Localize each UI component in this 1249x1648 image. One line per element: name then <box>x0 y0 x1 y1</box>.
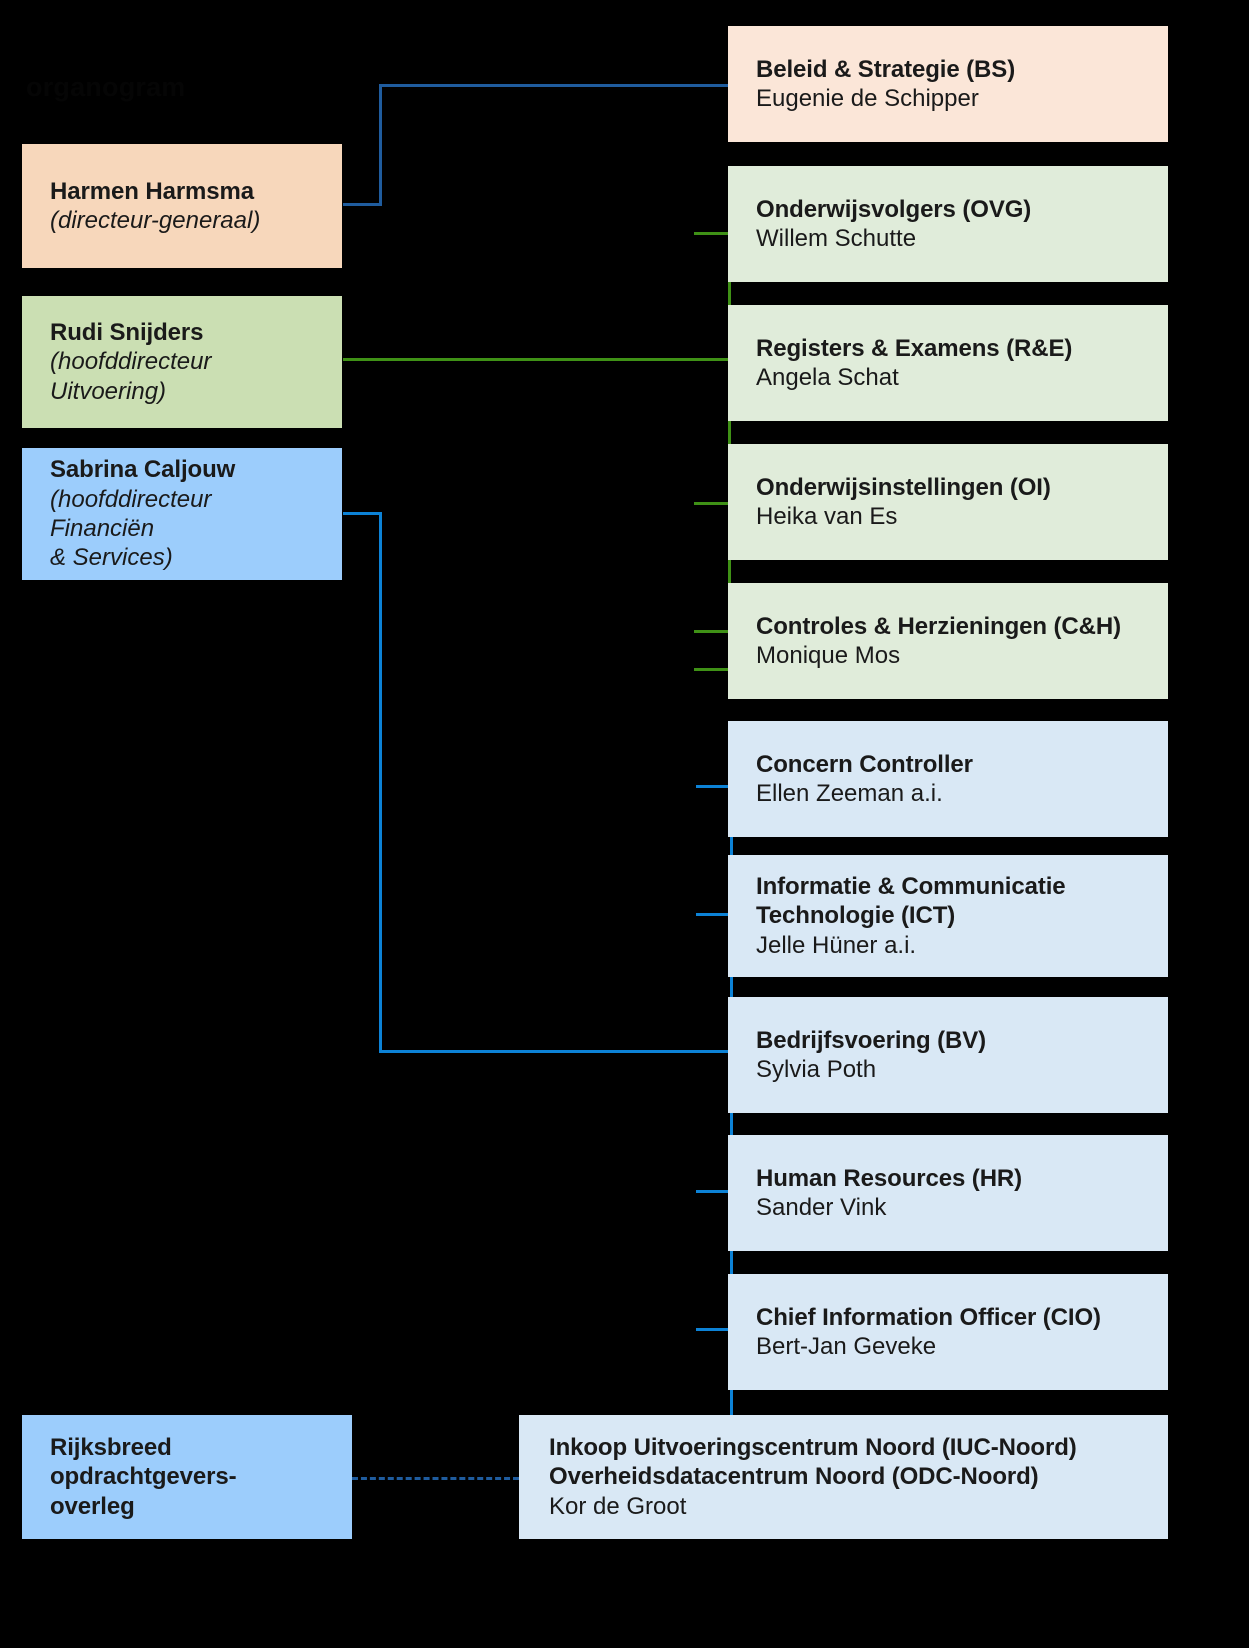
connector-uitvoering-branch-ovg <box>694 232 731 235</box>
node-title: Rudi Snijders <box>50 319 204 347</box>
node-ict[interactable]: Informatie & Communicatie Technologie (I… <box>728 855 1168 977</box>
connector-financien-branch-ict <box>696 913 733 916</box>
connector-financien-stem <box>379 1050 731 1053</box>
node-title: Bedrijfsvoering (BV) <box>756 1026 987 1054</box>
node-title: Human Resources (HR) <box>756 1164 1023 1192</box>
node-title-line1: Informatie & Communicatie <box>756 873 1066 901</box>
node-title: Controles & Herzieningen (C&H) <box>756 612 1122 640</box>
node-title-line1: Rijksbreed <box>50 1434 172 1462</box>
node-rijksbreed-opdrachtgeversoverleg[interactable]: Rijksbreed opdrachtgevers- overleg <box>22 1415 352 1539</box>
node-title: Concern Controller <box>756 750 973 778</box>
node-person: Willem Schutte <box>756 225 917 252</box>
node-iuc-odc-noord[interactable]: Inkoop Uitvoeringscentrum Noord (IUC-Noo… <box>519 1415 1168 1539</box>
node-cio[interactable]: Chief Information Officer (CIO) Bert-Jan… <box>728 1274 1168 1390</box>
node-title-line2: opdrachtgevers- <box>50 1463 237 1491</box>
connector-dg-vertical <box>379 84 382 206</box>
node-person: Sylvia Poth <box>756 1056 877 1083</box>
connector-rijksbreed-dashed <box>352 1477 519 1480</box>
node-title: Onderwijsinstellingen (OI) <box>756 473 1051 501</box>
node-bedrijfsvoering[interactable]: Bedrijfsvoering (BV) Sylvia Poth <box>728 997 1168 1113</box>
connector-uitvoering-branch-oi <box>694 502 731 505</box>
chart-heading: organogram <box>26 72 186 102</box>
connector-financien-stem-top <box>343 512 382 515</box>
node-title-line1: Inkoop Uitvoeringscentrum Noord (IUC-Noo… <box>549 1434 1077 1462</box>
node-role-line1: (hoofddirecteur Financiën <box>50 485 212 542</box>
node-person: Heika van Es <box>756 503 898 530</box>
connector-dg-horizontal-bottom <box>343 203 382 206</box>
node-title: Harmen Harmsma <box>50 177 255 205</box>
connector-uitvoering-end-stub <box>694 668 731 671</box>
node-person: Angela Schat <box>756 364 899 391</box>
node-rudi-snijders[interactable]: Rudi Snijders (hoofddirecteur Uitvoering… <box>22 296 342 428</box>
node-controles-herzieningen[interactable]: Controles & Herzieningen (C&H) Monique M… <box>728 583 1168 699</box>
node-role: (hoofddirecteur Uitvoering) <box>50 348 212 405</box>
connector-financien-branch-cc <box>696 785 733 788</box>
node-beleid-strategie[interactable]: Beleid & Strategie (BS) Eugenie de Schip… <box>728 26 1168 142</box>
node-person: Sander Vink <box>756 1194 887 1221</box>
node-person: Eugenie de Schipper <box>756 85 979 112</box>
node-title: Beleid & Strategie (BS) <box>756 55 1016 83</box>
node-sabrina-caljouw[interactable]: Sabrina Caljouw (hoofddirecteur Financië… <box>22 448 342 580</box>
connector-financien-branch-cio <box>696 1328 733 1331</box>
node-title: Sabrina Caljouw <box>50 456 236 484</box>
connector-dg-horizontal-top <box>379 84 731 87</box>
node-harmen-harmsma[interactable]: Harmen Harmsma (directeur-generaal) <box>22 144 342 268</box>
node-person: Jelle Hüner a.i. <box>756 931 917 959</box>
node-person: Monique Mos <box>756 642 901 669</box>
connector-financien-branch-hr <box>696 1190 733 1193</box>
node-concern-controller[interactable]: Concern Controller Ellen Zeeman a.i. <box>728 721 1168 837</box>
node-person: Bert-Jan Geveke <box>756 1333 937 1360</box>
node-title: Chief Information Officer (CIO) <box>756 1303 1101 1331</box>
connector-uitvoering-branch-ovg-drop <box>694 232 697 235</box>
node-onderwijsvolgers[interactable]: Onderwijsvolgers (OVG) Willem Schutte <box>728 166 1168 282</box>
node-registers-examens[interactable]: Registers & Examens (R&E) Angela Schat <box>728 305 1168 421</box>
node-title: Onderwijsvolgers (OVG) <box>756 195 1032 223</box>
node-role-line2: & Services) <box>50 544 173 572</box>
connector-financien-riser <box>379 512 382 1050</box>
node-onderwijsinstellingen[interactable]: Onderwijsinstellingen (OI) Heika van Es <box>728 444 1168 560</box>
node-title-line3: overleg <box>50 1492 135 1520</box>
node-role: (directeur-generaal) <box>50 207 261 234</box>
node-title-line2: Overheidsdatacentrum Noord (ODC-Noord) <box>549 1463 1039 1491</box>
node-person: Kor de Groot <box>549 1492 687 1520</box>
node-title: Registers & Examens (R&E) <box>756 334 1073 362</box>
node-title-line2: Technologie (ICT) <box>756 902 956 930</box>
node-person: Ellen Zeeman a.i. <box>756 780 943 807</box>
connector-uitvoering-stem <box>343 358 731 361</box>
connector-uitvoering-branch-ch <box>694 630 731 633</box>
node-human-resources[interactable]: Human Resources (HR) Sander Vink <box>728 1135 1168 1251</box>
